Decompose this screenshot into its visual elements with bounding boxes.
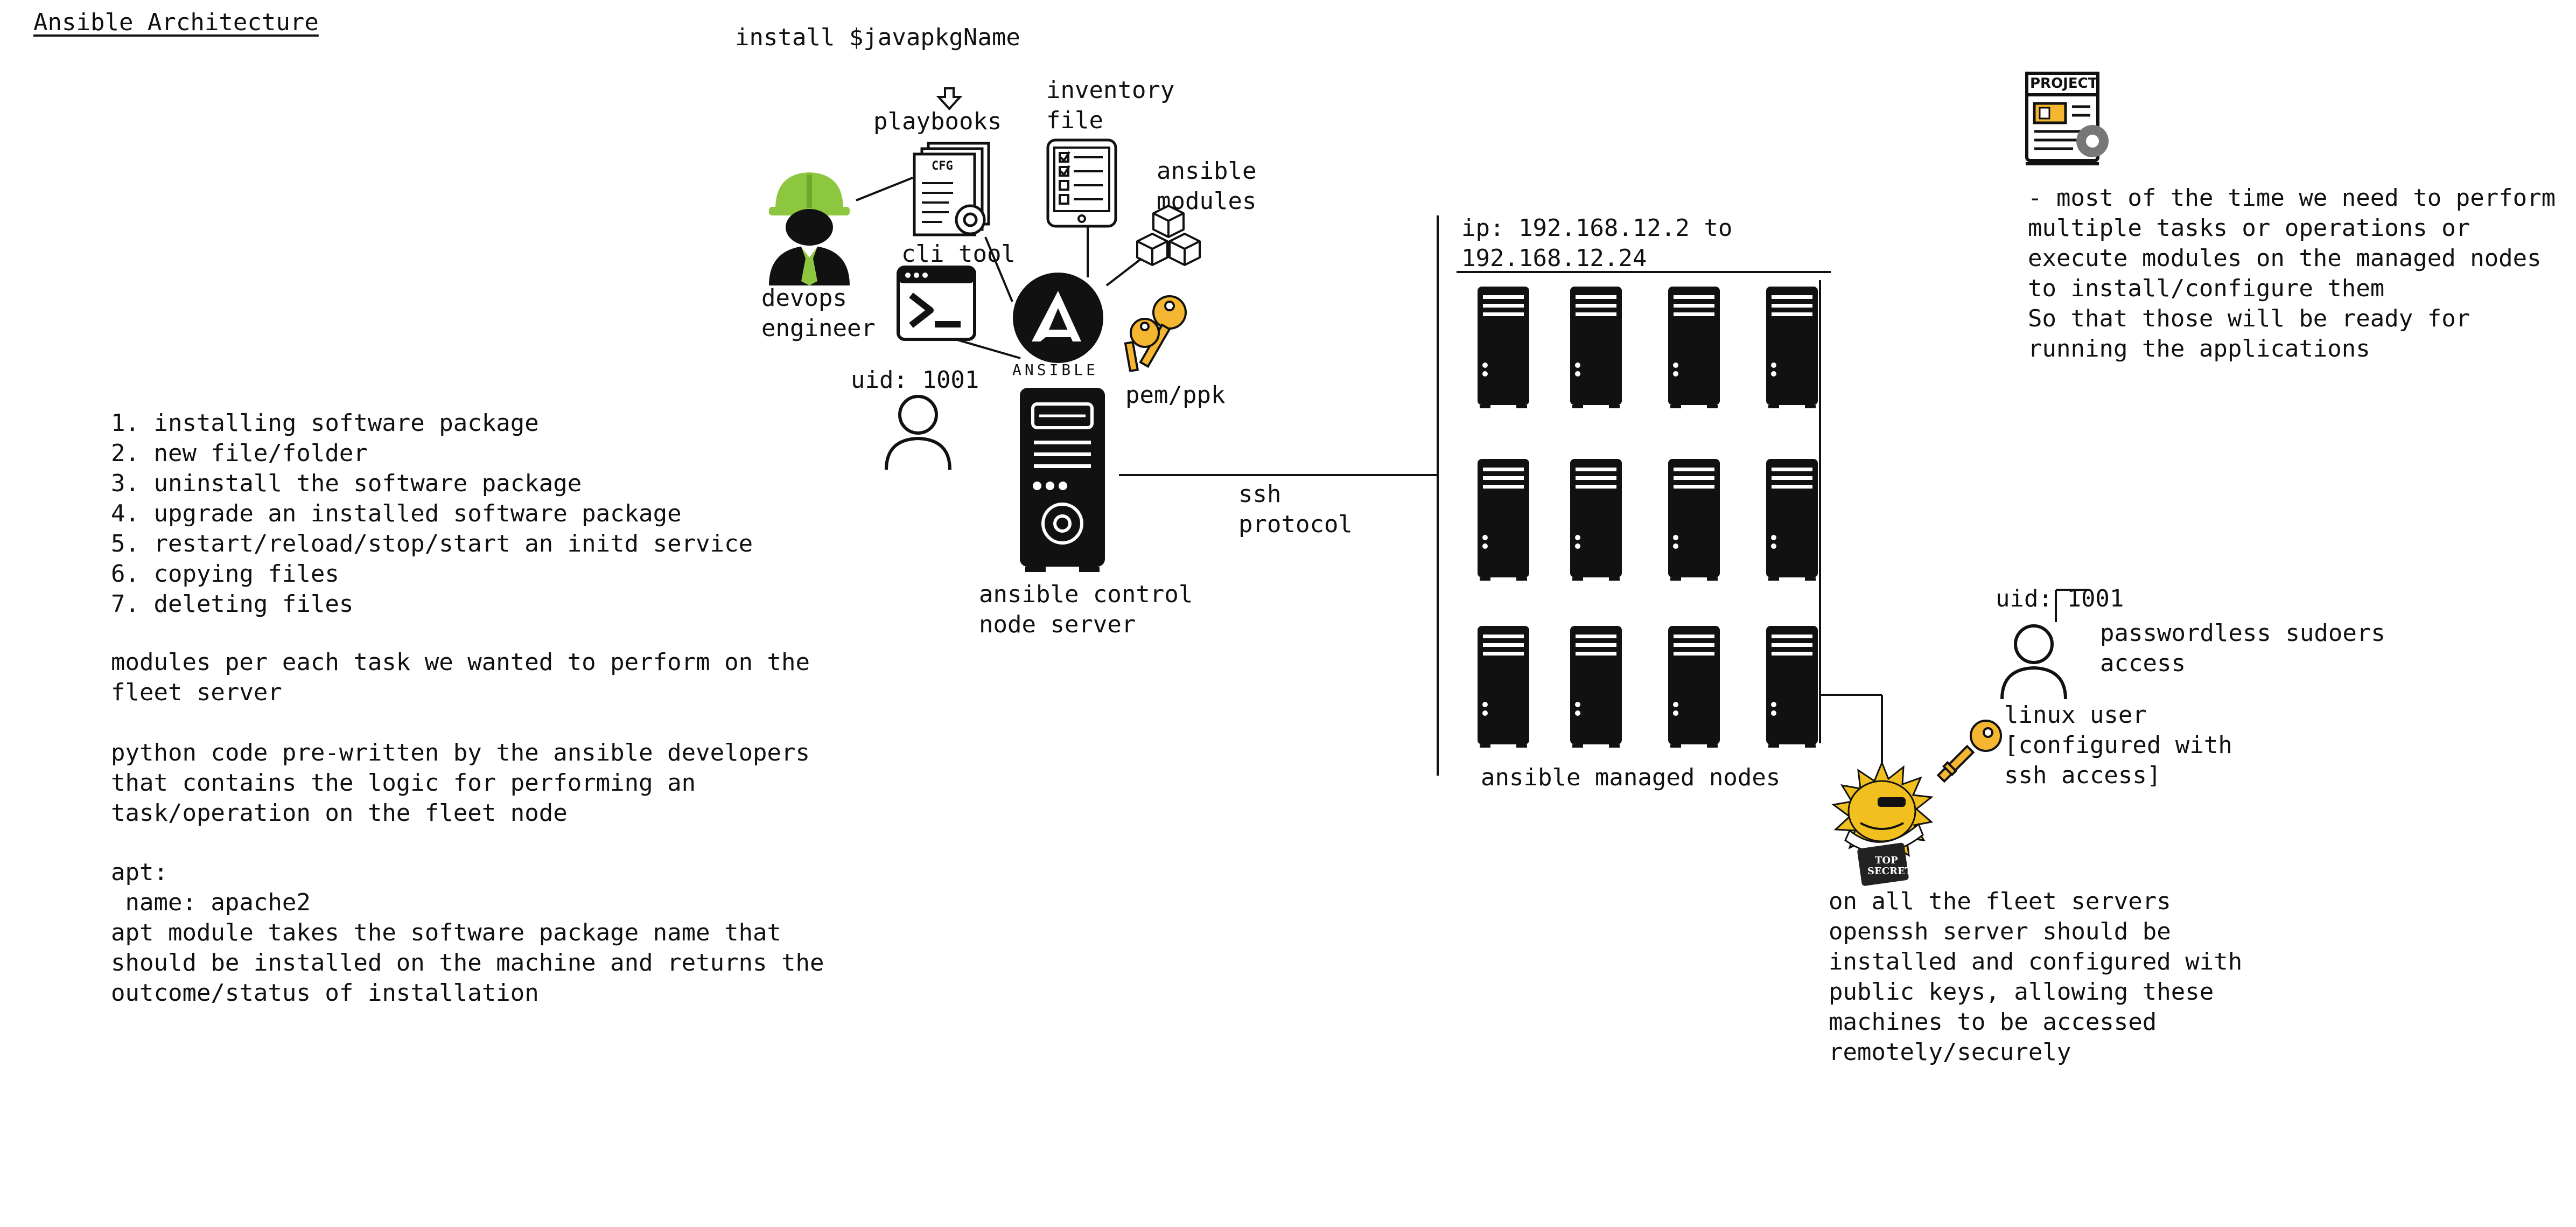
note-line: running the applications	[2028, 335, 2370, 362]
managed-node-server-icon	[1570, 287, 1622, 408]
note-line: execute modules on the managed nodes	[2028, 245, 2542, 272]
managed-node-server-icon	[1478, 626, 1529, 748]
devops-engineer-label-line-1: devops	[761, 284, 847, 312]
playbooks-to-ansible-line	[984, 236, 1013, 302]
note-line: apt:	[111, 859, 168, 886]
managed-node-server-icon	[1478, 287, 1529, 408]
node-uid-label: uid: 1001	[1996, 585, 2124, 612]
managed-node-server-icon	[1668, 459, 1720, 581]
inventory-file-label-line-2: file	[1046, 107, 1103, 134]
key-icon	[1936, 720, 2002, 783]
managed-node-server-icon	[1668, 287, 1720, 408]
inventory-file-label-line-1: inventory	[1046, 76, 1175, 104]
project-document-icon	[2025, 72, 2109, 165]
linux-user-label-line-2: [configured with	[2004, 731, 2232, 759]
note-line: to install/configure them	[2028, 275, 2385, 302]
ansible-logo-icon	[1013, 273, 1103, 363]
openssh-note: on all the fleet servers openssh server …	[1829, 887, 2242, 1068]
managed-node-server-icon	[1766, 459, 1818, 581]
note-line: multiple tasks or operations or	[2028, 214, 2470, 242]
playbooks-label: playbooks	[873, 108, 1002, 135]
tasks-note: - most of the time we need to perform mu…	[2028, 183, 2556, 364]
task-list: 1. installing software package 2. new fi…	[111, 408, 753, 619]
note-line: outcome/status of installation	[111, 979, 539, 1007]
task-list-item: 7. deleting files	[111, 590, 354, 618]
apt-note: apt: name: apache2 apt module takes the …	[111, 857, 824, 1008]
user-outline-icon	[2000, 624, 2067, 700]
ip-range-label-line-1: ip: 192.168.12.2 to	[1461, 214, 1733, 242]
managed-node-server-icon	[1766, 287, 1818, 408]
note-line: that contains the logic for performing a…	[111, 769, 696, 797]
linux-user-label-line-1: linux user	[2004, 701, 2147, 729]
cubes-icon	[1136, 205, 1201, 266]
task-list-item: 1. installing software package	[111, 409, 539, 437]
managed-node-server-icon	[1766, 626, 1818, 748]
note-line: should be installed on the machine and r…	[111, 949, 824, 977]
pem-ppk-label: pem/ppk	[1125, 381, 1226, 409]
note-line: So that those will be ready for	[2028, 305, 2470, 332]
cfg-badge: CFG	[932, 159, 953, 173]
control-node-label-line-1: ansible control	[979, 581, 1193, 608]
page-title: Ansible Architecture	[33, 9, 319, 36]
note-line: - most of the time we need to perform	[2028, 184, 2556, 212]
note-line: fleet server	[111, 679, 282, 706]
ip-range-label-line-2: 192.168.12.24	[1461, 245, 1647, 272]
note-line: public keys, allowing these	[1829, 978, 2214, 1006]
ansible-modules-label-line-1: ansible	[1157, 157, 1257, 185]
note-line: task/operation on the fleet node	[111, 799, 568, 827]
modules-note: modules per each task we wanted to perfo…	[111, 647, 810, 708]
user-outline-icon	[885, 395, 951, 470]
note-line: python code pre-written by the ansible d…	[111, 739, 810, 766]
note-line: machines to be accessed	[1829, 1008, 2157, 1036]
server-tower-icon	[1020, 388, 1105, 572]
note-line: remotely/securely	[1829, 1038, 2071, 1066]
openssh-puffer-fish-icon	[1831, 761, 1934, 886]
top-secret-label-line-1: TOP	[1875, 855, 1898, 866]
note-line: name: apache2	[111, 889, 311, 916]
ansible-logo-text: ANSIBLE	[1012, 361, 1099, 379]
task-list-item: 6. copying files	[111, 560, 339, 588]
modules-to-ansible-line	[1105, 257, 1143, 287]
managed-node-server-icon	[1570, 626, 1622, 748]
checklist-tablet-icon	[1046, 138, 1117, 228]
python-note: python code pre-written by the ansible d…	[111, 738, 810, 828]
managed-node-server-icon	[1668, 626, 1720, 748]
passwordless-label-line-2: access	[2100, 650, 2186, 677]
ssh-label-line-2: protocol	[1238, 511, 1353, 538]
engineer-to-playbooks-line	[856, 177, 913, 201]
passwordless-label-line-1: passwordless sudoers	[2100, 619, 2385, 647]
task-list-item: 2. new file/folder	[111, 440, 368, 467]
terminal-icon	[897, 266, 976, 341]
document-stack-icon	[913, 142, 990, 236]
note-line: installed and configured with	[1829, 948, 2243, 975]
managed-node-server-icon	[1478, 459, 1529, 581]
top-secret-label-line-2: SECRET	[1867, 866, 1913, 877]
down-arrow-icon	[936, 87, 963, 110]
control-node-label-line-2: node server	[979, 611, 1136, 638]
task-list-item: 4. upgrade an installed software package	[111, 500, 682, 527]
managed-nodes-grid	[1475, 284, 1831, 748]
ssh-label-line-1: ssh	[1238, 480, 1282, 508]
hard-hat-engineer-icon	[769, 172, 850, 285]
task-list-item: 5. restart/reload/stop/start an initd se…	[111, 530, 753, 557]
control-uid-label: uid: 1001	[851, 366, 979, 394]
managed-node-server-icon	[1570, 459, 1622, 581]
devops-engineer-label-line-2: engineer	[761, 315, 876, 342]
note-line: modules per each task we wanted to perfo…	[111, 649, 810, 676]
note-line: openssh server should be	[1829, 918, 2171, 945]
project-badge: PROJECT	[2030, 75, 2098, 92]
key-icon	[1124, 295, 1187, 372]
task-list-item: 3. uninstall the software package	[111, 470, 582, 497]
note-line: apt module takes the software package na…	[111, 919, 782, 946]
note-line: on all the fleet servers	[1829, 888, 2171, 915]
linux-user-label-line-3: ssh access]	[2004, 762, 2161, 789]
install-command-text: install $javapkgName	[735, 24, 1020, 51]
cli-tool-label: cli tool	[901, 240, 1016, 268]
managed-nodes-label: ansible managed nodes	[1481, 764, 1781, 791]
